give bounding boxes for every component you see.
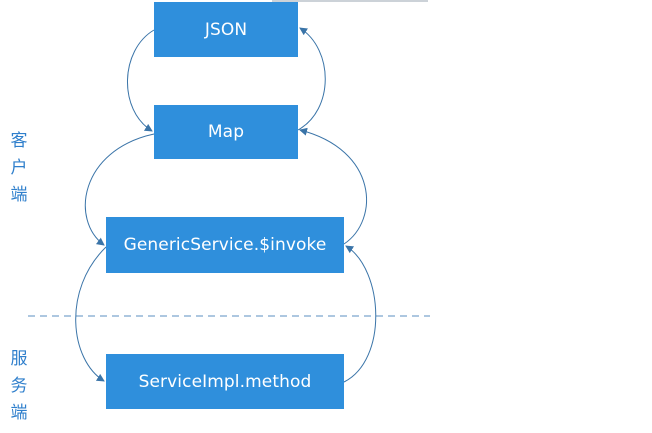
service-impl-node: ServiceImpl.method xyxy=(106,354,344,409)
generic-invoke-node: GenericService.$invoke xyxy=(106,217,344,273)
json-node: JSON xyxy=(154,2,298,57)
server-label-char: 务 xyxy=(10,376,28,396)
client-label-char: 户 xyxy=(10,158,28,178)
arrow-generic-to-map xyxy=(299,127,367,245)
client-label-char: 端 xyxy=(10,185,28,205)
client-label-char: 客 xyxy=(10,131,28,151)
json-node-label: JSON xyxy=(204,19,248,40)
server-side-label: 服 务 端 xyxy=(8,346,30,427)
arrow-impl-to-generic xyxy=(343,245,377,383)
service-impl-node-label: ServiceImpl.method xyxy=(138,371,312,392)
arrow-map-to-generic xyxy=(84,133,155,246)
server-label-char: 服 xyxy=(10,349,28,369)
map-node: Map xyxy=(154,105,298,159)
generic-invoke-node-label: GenericService.$invoke xyxy=(123,235,327,255)
server-label-char: 端 xyxy=(10,403,28,423)
client-side-label: 客 户 端 xyxy=(8,128,30,209)
arrow-map-to-json xyxy=(297,27,326,131)
arrow-generic-to-impl xyxy=(75,246,107,382)
arrow-json-to-map xyxy=(127,29,155,132)
map-node-label: Map xyxy=(207,122,245,142)
